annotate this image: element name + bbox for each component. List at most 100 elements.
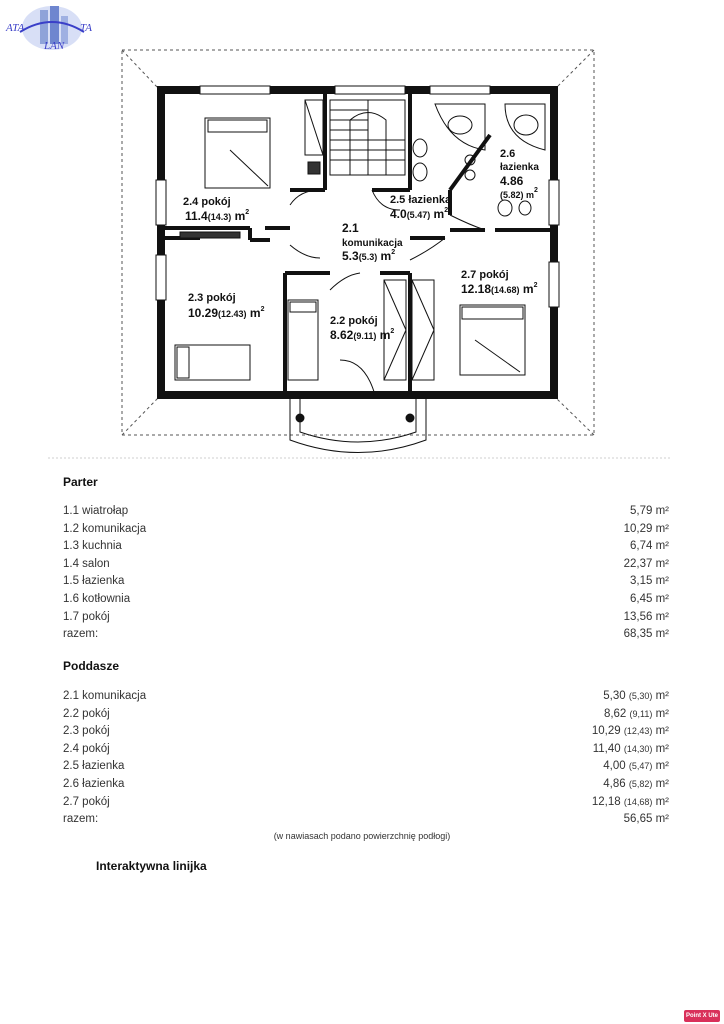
row-value: 3,15 m² bbox=[630, 575, 669, 588]
room-name: komunikacja bbox=[342, 238, 403, 249]
logo-graphic bbox=[19, 6, 85, 50]
row-label: 2.7 pokój bbox=[63, 795, 110, 808]
room-num: 2.6 bbox=[500, 148, 515, 160]
room-floor-area: (5.3) bbox=[359, 252, 378, 262]
svg-text:2.7 pokój: 2.7 pokój bbox=[461, 269, 509, 281]
row-value: 56,65 m² bbox=[623, 813, 669, 826]
unit-sup: 2 bbox=[444, 207, 448, 214]
row-value: 6,74 m² bbox=[630, 540, 669, 553]
area-note: (w nawiasach podano powierzchnię podłogi… bbox=[273, 831, 451, 841]
row-value: 8,62 (9,11) m² bbox=[603, 707, 669, 720]
room-floor-area: (5.47) bbox=[407, 210, 431, 220]
row-label: 2.4 pokój bbox=[63, 742, 110, 755]
floor-plan-drawing: 2.4 pokój 11.4(14.3) m2 2.5 łazienka 4.0… bbox=[48, 49, 670, 459]
row-value: 68,35 m² bbox=[623, 628, 669, 641]
row-label: razem: bbox=[63, 813, 99, 826]
table-row-total: razem: 68,35 m² bbox=[63, 626, 669, 644]
svg-text:2.5 łazienka: 2.5 łazienka bbox=[390, 194, 452, 206]
room-name: pokój bbox=[206, 292, 235, 304]
room-unit: m bbox=[526, 190, 534, 200]
svg-text:2.4 pokój: 2.4 pokój bbox=[183, 196, 231, 208]
room-floor-area: (9.11) bbox=[353, 331, 376, 341]
row-label: 1.7 pokój bbox=[63, 610, 110, 623]
svg-text:4.0(5.47) m2: 4.0(5.47) m2 bbox=[390, 207, 448, 221]
room-area: 5.3 bbox=[342, 249, 359, 263]
room-area: 4.86 bbox=[500, 174, 524, 188]
table-row: 2.6 łazienka 4,86 (5,82) m² bbox=[63, 776, 669, 794]
svg-text:2.3 pokój: 2.3 pokój bbox=[188, 292, 236, 304]
room-area: 8.62 bbox=[330, 328, 354, 342]
row-label: razem: bbox=[63, 628, 99, 641]
table-row: 2.5 łazienka 4,00 (5,47) m² bbox=[63, 758, 669, 776]
table-row-total: razem: 56,65 m² bbox=[63, 811, 669, 829]
row-value: 6,45 m² bbox=[630, 592, 669, 605]
table-row: 2.1 komunikacja 5,30 (5,30) m² bbox=[63, 688, 669, 706]
room-area: 12.18 bbox=[461, 282, 491, 296]
unit-sup: 2 bbox=[390, 328, 394, 335]
unit-sup: 2 bbox=[391, 249, 395, 256]
room-area: 4.0 bbox=[390, 207, 407, 221]
table-row: 2.4 pokój 11,40 (14,30) m² bbox=[63, 741, 669, 759]
room-unit: m bbox=[381, 249, 392, 263]
row-label: 2.2 pokój bbox=[63, 707, 110, 720]
ruler-title: Interaktywna linijka bbox=[96, 859, 207, 873]
logo-text-bottom: LAN bbox=[44, 40, 65, 52]
room-floor-area: (14.3) bbox=[208, 212, 232, 222]
row-value: 10,29 (12,43) m² bbox=[591, 725, 669, 738]
room-num: 2.1 bbox=[342, 221, 359, 235]
table-row: 1.5 łazienka 3,15 m² bbox=[63, 573, 669, 591]
row-value: 11,40 (14,30) m² bbox=[592, 742, 669, 755]
row-label: 1.6 kotłownia bbox=[63, 592, 131, 605]
row-label: 1.3 kuchnia bbox=[63, 540, 122, 553]
row-value: 4,00 (5,47) m² bbox=[603, 760, 669, 773]
room-floor-area: (12.43) bbox=[218, 309, 247, 319]
svg-text:2.2 pokój: 2.2 pokój bbox=[330, 315, 378, 327]
floor-plan: 2.4 pokój 11.4(14.3) m2 2.5 łazienka 4.0… bbox=[0, 0, 724, 470]
row-label: 1.4 salon bbox=[63, 557, 110, 570]
row-value: 12,18 (14,68) m² bbox=[591, 795, 669, 808]
room-floor-area: (14.68) bbox=[491, 285, 520, 295]
room-name: pokój bbox=[348, 315, 377, 327]
table-row: 1.7 pokój 13,56 m² bbox=[63, 609, 669, 627]
room-unit: m bbox=[380, 328, 391, 342]
row-value: 22,37 m² bbox=[623, 557, 669, 570]
table-row: 1.6 kotłownia 6,45 m² bbox=[63, 591, 669, 609]
unit-sup: 2 bbox=[534, 187, 538, 194]
svg-text:(5.82) m2: (5.82) m2 bbox=[500, 187, 538, 200]
svg-text:11.4(14.3) m2: 11.4(14.3) m2 bbox=[185, 209, 249, 223]
table-row: 2.2 pokój 8,62 (9,11) m² bbox=[63, 706, 669, 724]
room-num: 2.3 bbox=[188, 292, 203, 304]
row-label: 1.5 łazienka bbox=[63, 575, 125, 588]
room-num: 2.4 bbox=[183, 196, 199, 208]
room-area: 11.4 bbox=[185, 209, 208, 223]
room-floor-area: (5.82) bbox=[500, 190, 524, 200]
corner-badge[interactable]: Point X Ute bbox=[684, 1010, 720, 1022]
row-value: 5,79 m² bbox=[630, 505, 669, 517]
room-unit: m bbox=[235, 209, 246, 223]
room-name: pokój bbox=[201, 196, 230, 208]
room-name: pokój bbox=[479, 269, 508, 281]
row-value: 13,56 m² bbox=[623, 610, 669, 623]
logo[interactable]: ATA TA LAN bbox=[2, 2, 102, 58]
svg-text:12.18(14.68) m2: 12.18(14.68) m2 bbox=[461, 282, 538, 296]
room-num: 2.2 bbox=[330, 315, 345, 327]
room-unit: m bbox=[523, 282, 534, 296]
logo-text-right: TA bbox=[80, 22, 93, 34]
svg-text:5.3(5.3) m2: 5.3(5.3) m2 bbox=[342, 249, 395, 263]
row-label: 2.1 komunikacja bbox=[63, 690, 147, 702]
poddasze-title: Poddasze bbox=[63, 659, 120, 673]
poddasze-table: 2.1 komunikacja 5,30 (5,30) m² 2.2 pokój 8… bbox=[63, 688, 669, 829]
table-row: 2.7 pokój 12,18 (14,68) m² bbox=[63, 794, 669, 812]
room-num: 2.7 bbox=[461, 269, 476, 281]
logo-text-left: ATA bbox=[6, 22, 25, 34]
row-value: 5,30 (5,30) m² bbox=[603, 690, 669, 702]
row-label: 2.6 łazienka bbox=[63, 777, 125, 790]
row-label: 2.5 łazienka bbox=[63, 760, 125, 773]
parter-title: Parter bbox=[63, 475, 98, 489]
row-label: 1.2 komunikacja bbox=[63, 522, 147, 535]
room-unit: m bbox=[434, 207, 445, 221]
row-value: 4,86 (5,82) m² bbox=[603, 777, 669, 790]
